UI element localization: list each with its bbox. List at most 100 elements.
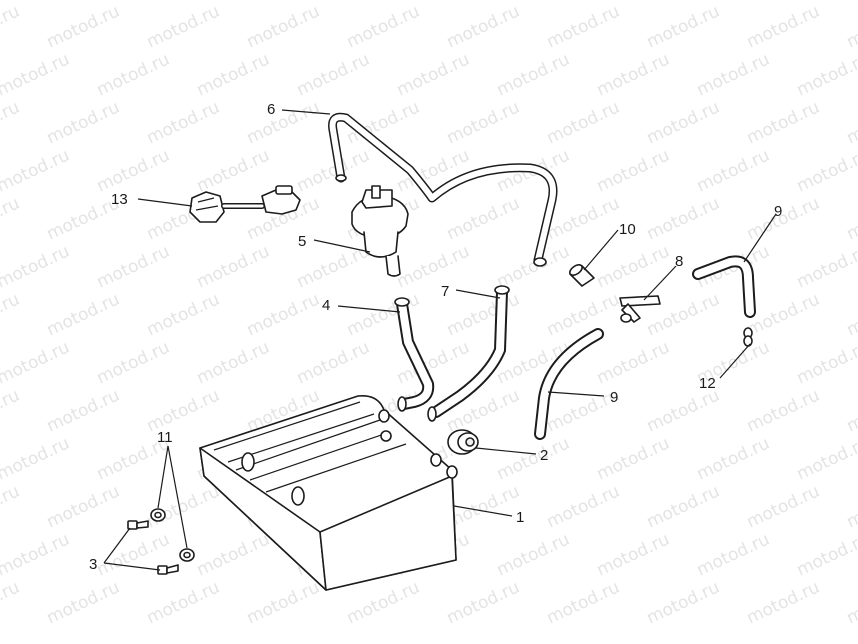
watermark-text: motod.ru [694,145,773,196]
watermark-text: motod.ru [0,241,73,292]
callout-11: 11 [157,429,173,446]
watermark-text: motod.ru [444,481,523,532]
watermark-text: motod.ru [44,97,123,148]
callout-5: 5 [298,233,306,250]
watermark-text: motod.ru [0,1,23,52]
watermark-text: motod.ru [444,193,523,244]
hose-part-7 [427,285,510,422]
watermark-text: motod.ru [544,1,623,52]
tee-fitting-part-8 [619,295,661,323]
watermark-text: motod.ru [444,289,523,340]
callout-3: 3 [89,556,97,573]
watermark-text: motod.ru [494,49,573,100]
hose-part-9-upper [692,255,756,318]
watermark-text: motod.ru [594,0,673,5]
watermark-text: motod.ru [694,49,773,100]
watermark-text: motod.ru [144,1,223,52]
watermark-text: motod.ru [44,1,123,52]
watermark-text: motod.ru [594,49,673,100]
watermark-text: motod.ru [844,385,858,436]
watermark-text: motod.ru [494,529,573,580]
watermark-text: motod.ru [194,145,273,196]
watermark-text: motod.ru [94,49,173,100]
watermark-text: motod.ru [844,577,858,628]
watermark-text: motod.ru [394,0,473,5]
watermark-text: motod.ru [344,1,423,52]
watermark-text: motod.ru [44,289,123,340]
watermark-text: motod.ru [644,577,723,628]
grommet-part-2 [447,429,479,455]
watermark-text: motod.ru [0,193,23,244]
watermark-text: motod.ru [744,385,823,436]
watermark-text: motod.ru [794,49,858,100]
callout-9-upper: 9 [774,203,782,220]
watermark-text: motod.ru [194,337,273,388]
watermark-text: motod.ru [744,481,823,532]
watermark-text: motod.ru [0,385,23,436]
tube-part-10 [569,264,595,287]
callout-labels: 6 13 5 4 7 10 8 9 12 9 2 1 11 3 [89,101,782,573]
bolts-part-3 [127,520,179,575]
watermark-text: motod.ru [594,529,673,580]
watermark-text: motod.ru [0,529,73,580]
watermark-text: motod.ru [544,577,623,628]
callout-6: 6 [267,101,275,118]
watermark-text: motod.ru [44,577,123,628]
watermark-text: motod.ru [794,337,858,388]
watermark-text: motod.ru [294,337,373,388]
callout-4: 4 [322,297,330,314]
watermark-text: motod.ru [844,289,858,340]
watermark-text: motod.ru [294,0,373,5]
watermark-text: motod.ru [844,481,858,532]
hose-part-4 [394,297,435,412]
watermark-text: motod.ru [94,145,173,196]
callout-2: 2 [540,447,548,464]
callout-13: 13 [111,191,128,208]
watermark-text: motod.ru [794,0,858,5]
watermark-text: motod.ru [144,385,223,436]
watermark-text: motod.ru [244,577,323,628]
watermark-text: motod.ru [644,385,723,436]
watermark-text: motod.ru [444,1,523,52]
valve-part-5 [351,185,409,277]
callout-9-lower: 9 [610,389,618,406]
watermark-text: motod.ru [694,433,773,484]
watermark-text: motod.ru [794,145,858,196]
watermark-text: motod.ru [794,529,858,580]
watermark-text: motod.ru [394,241,473,292]
watermark-text: motod.ru [844,1,858,52]
watermark-text: motod.ru [594,241,673,292]
watermark-text: motod.ru [94,241,173,292]
watermark-text: motod.ru [644,481,723,532]
watermark-text: motod.ru [744,577,823,628]
watermark-text: motod.ru [744,1,823,52]
watermark-text: motod.ru [94,337,173,388]
watermark-text: motod.ru [94,0,173,5]
watermark-text: motod.ru [494,0,573,5]
watermark-text: motod.ru [544,97,623,148]
watermark-text: motod.ru [0,337,73,388]
watermark-text: motod.ru [694,0,773,5]
watermark-text: motod.ru [0,49,73,100]
watermark-text: motod.ru [144,289,223,340]
callout-7: 7 [441,283,449,300]
watermark-text: motod.ru [244,97,323,148]
watermark-text: motod.ru [544,289,623,340]
watermark-text: motod.ru [744,97,823,148]
watermark-text: motod.ru [0,145,73,196]
watermark-text: motod.ru [694,529,773,580]
callout-8: 8 [675,253,683,270]
watermark-text: motod.ru [644,193,723,244]
hose-part-6 [328,112,558,267]
leader-lines [103,109,777,571]
watermark-text: motod.ru [194,529,273,580]
watermark-text: motod.ru [494,433,573,484]
canister-part-1 [199,394,458,591]
watermark-text: motod.ru [594,433,673,484]
watermark-text: motod.ru [0,577,23,628]
watermark-text: motod.ru [244,289,323,340]
watermark-text: motod.ru [794,241,858,292]
watermark-text: motod.ru [344,577,423,628]
